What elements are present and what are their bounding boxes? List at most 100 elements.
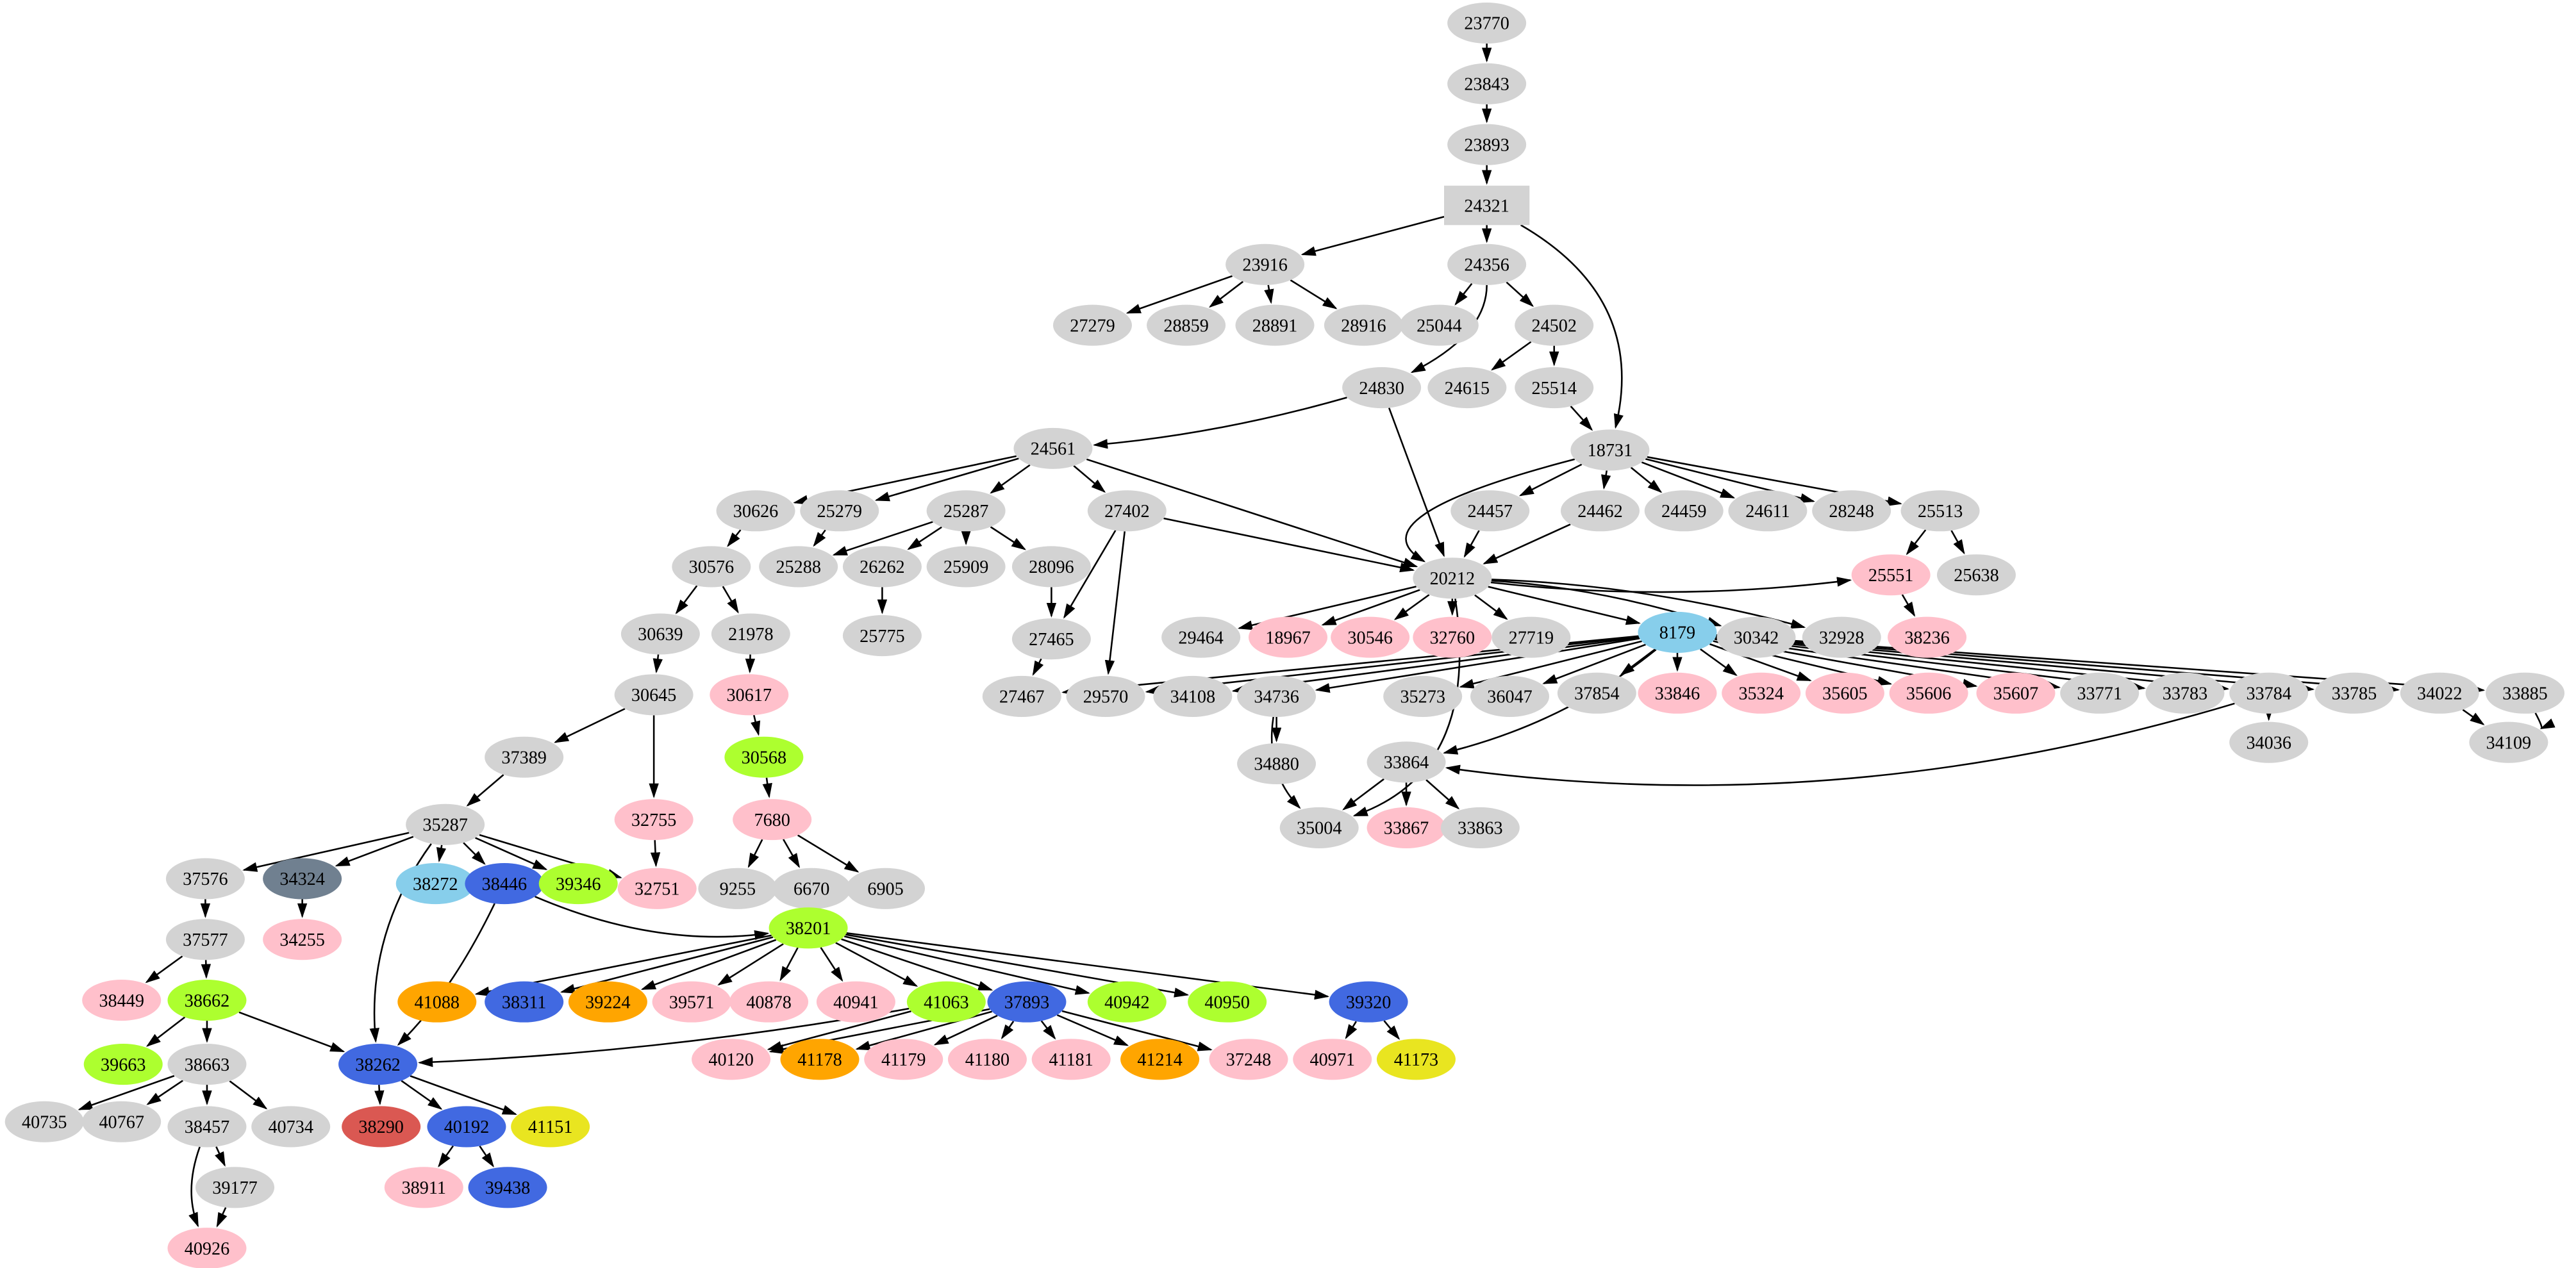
node-24561[interactable]: 24561	[1013, 427, 1093, 469]
node-ellipse-37577[interactable]	[165, 919, 245, 960]
node-ellipse-38662[interactable]	[167, 980, 247, 1021]
node-ellipse-34324[interactable]	[263, 858, 342, 900]
node-ellipse-41151[interactable]	[511, 1106, 590, 1148]
node-ellipse-25775[interactable]	[842, 615, 922, 657]
node-41173[interactable]: 41173	[1376, 1039, 1456, 1080]
node-30342[interactable]: 30342	[1716, 616, 1796, 658]
node-41151[interactable]: 41151	[511, 1106, 590, 1148]
node-ellipse-33863[interactable]	[1440, 807, 1520, 848]
node-ellipse-6670[interactable]	[772, 868, 851, 909]
node-ellipse-26262[interactable]	[842, 546, 922, 588]
node-ellipse-7680[interactable]	[733, 799, 812, 841]
node-ellipse-34036[interactable]	[2229, 721, 2309, 763]
node-38262[interactable]: 38262	[338, 1044, 418, 1085]
node-ellipse-24457[interactable]	[1450, 490, 1530, 532]
node-7680[interactable]: 7680	[733, 799, 812, 841]
node-34255[interactable]: 34255	[263, 919, 342, 960]
node-41180[interactable]: 41180	[947, 1039, 1027, 1080]
node-32928[interactable]: 32928	[1802, 616, 1881, 658]
node-ellipse-37893[interactable]	[987, 981, 1067, 1023]
node-35273[interactable]: 35273	[1383, 675, 1463, 717]
node-34880[interactable]: 34880	[1237, 743, 1317, 785]
node-41214[interactable]: 41214	[1120, 1039, 1200, 1080]
node-24611[interactable]: 24611	[1728, 490, 1807, 532]
node-38457[interactable]: 38457	[167, 1106, 247, 1148]
node-ellipse-23893[interactable]	[1447, 124, 1527, 165]
node-ellipse-30546[interactable]	[1331, 616, 1410, 658]
node-6905[interactable]: 6905	[846, 868, 926, 909]
node-ellipse-39177[interactable]	[195, 1167, 275, 1208]
node-38449[interactable]: 38449	[82, 980, 162, 1021]
node-30639[interactable]: 30639	[620, 613, 700, 655]
node-ellipse-30645[interactable]	[614, 674, 694, 716]
node-ellipse-23916[interactable]	[1226, 243, 1305, 285]
node-23843[interactable]: 23843	[1447, 63, 1527, 104]
node-ellipse-35324[interactable]	[1722, 672, 1801, 714]
node-ellipse-38446[interactable]	[465, 863, 544, 905]
node-ellipse-27467[interactable]	[982, 675, 1061, 717]
node-ellipse-38911[interactable]	[384, 1167, 463, 1208]
node-ellipse-25288[interactable]	[759, 546, 838, 588]
node-32760[interactable]: 32760	[1413, 616, 1492, 658]
node-ellipse-24462[interactable]	[1560, 490, 1640, 532]
node-34324[interactable]: 34324	[263, 858, 342, 900]
node-ellipse-40926[interactable]	[167, 1228, 247, 1268]
node-39663[interactable]: 39663	[83, 1044, 163, 1085]
node-ellipse-38311[interactable]	[485, 981, 564, 1023]
node-6670[interactable]: 6670	[772, 868, 851, 909]
node-ellipse-30568[interactable]	[724, 736, 804, 778]
node-41179[interactable]: 41179	[864, 1039, 943, 1080]
node-ellipse-38262[interactable]	[338, 1044, 418, 1085]
node-33784[interactable]: 33784	[2229, 672, 2309, 714]
node-ellipse-25514[interactable]	[1515, 366, 1594, 409]
node-39320[interactable]: 39320	[1329, 981, 1408, 1023]
node-40942[interactable]: 40942	[1087, 981, 1167, 1023]
node-ellipse-25513[interactable]	[1900, 490, 1980, 532]
node-ellipse-24502[interactable]	[1515, 304, 1594, 346]
node-ellipse-29570[interactable]	[1066, 675, 1145, 717]
node-ellipse-28248[interactable]	[1812, 490, 1891, 532]
node-ellipse-39224[interactable]	[568, 981, 647, 1023]
node-27719[interactable]: 27719	[1492, 616, 1571, 658]
node-ellipse-28891[interactable]	[1235, 304, 1315, 346]
node-ellipse-27465[interactable]	[1011, 618, 1091, 660]
node-ellipse-27719[interactable]	[1492, 616, 1571, 658]
node-ellipse-40734[interactable]	[251, 1106, 331, 1148]
node-ellipse-28859[interactable]	[1147, 304, 1226, 346]
node-ellipse-39438[interactable]	[468, 1167, 547, 1208]
node-18731[interactable]: 18731	[1570, 429, 1650, 471]
node-ellipse-38201[interactable]	[769, 907, 848, 949]
node-38290[interactable]: 38290	[342, 1106, 421, 1148]
node-ellipse-35605[interactable]	[1805, 672, 1884, 714]
node-ellipse-24356[interactable]	[1447, 243, 1527, 285]
node-38236[interactable]: 38236	[1888, 616, 1967, 658]
node-25775[interactable]: 25775	[842, 615, 922, 657]
node-ellipse-37389[interactable]	[485, 736, 564, 778]
node-ellipse-41181[interactable]	[1031, 1039, 1111, 1080]
node-ellipse-33771[interactable]	[2060, 672, 2140, 714]
node-40941[interactable]: 40941	[816, 981, 895, 1023]
node-ellipse-40735[interactable]	[4, 1101, 84, 1142]
node-ellipse-25638[interactable]	[1936, 554, 2016, 596]
node-ellipse-37248[interactable]	[1209, 1039, 1288, 1080]
node-ellipse-24830[interactable]	[1342, 366, 1422, 409]
node-24459[interactable]: 24459	[1644, 490, 1724, 532]
node-32755[interactable]: 32755	[614, 799, 694, 841]
node-ellipse-34255[interactable]	[263, 919, 342, 960]
node-ellipse-21978[interactable]	[711, 613, 790, 655]
node-40735[interactable]: 40735	[4, 1101, 84, 1142]
node-33846[interactable]: 33846	[1638, 672, 1717, 714]
node-20212[interactable]: 20212	[1413, 557, 1492, 599]
node-ellipse-39320[interactable]	[1329, 981, 1408, 1023]
node-30645[interactable]: 30645	[614, 674, 694, 716]
node-28859[interactable]: 28859	[1147, 304, 1226, 346]
node-ellipse-38449[interactable]	[82, 980, 162, 1021]
node-ellipse-33864[interactable]	[1367, 741, 1446, 783]
node-34022[interactable]: 34022	[2400, 672, 2479, 714]
node-30546[interactable]: 30546	[1331, 616, 1410, 658]
node-21978[interactable]: 21978	[711, 613, 790, 655]
node-32751[interactable]: 32751	[617, 868, 697, 909]
node-28096[interactable]: 28096	[1011, 546, 1091, 588]
node-39224[interactable]: 39224	[568, 981, 647, 1023]
node-ellipse-24459[interactable]	[1644, 490, 1724, 532]
